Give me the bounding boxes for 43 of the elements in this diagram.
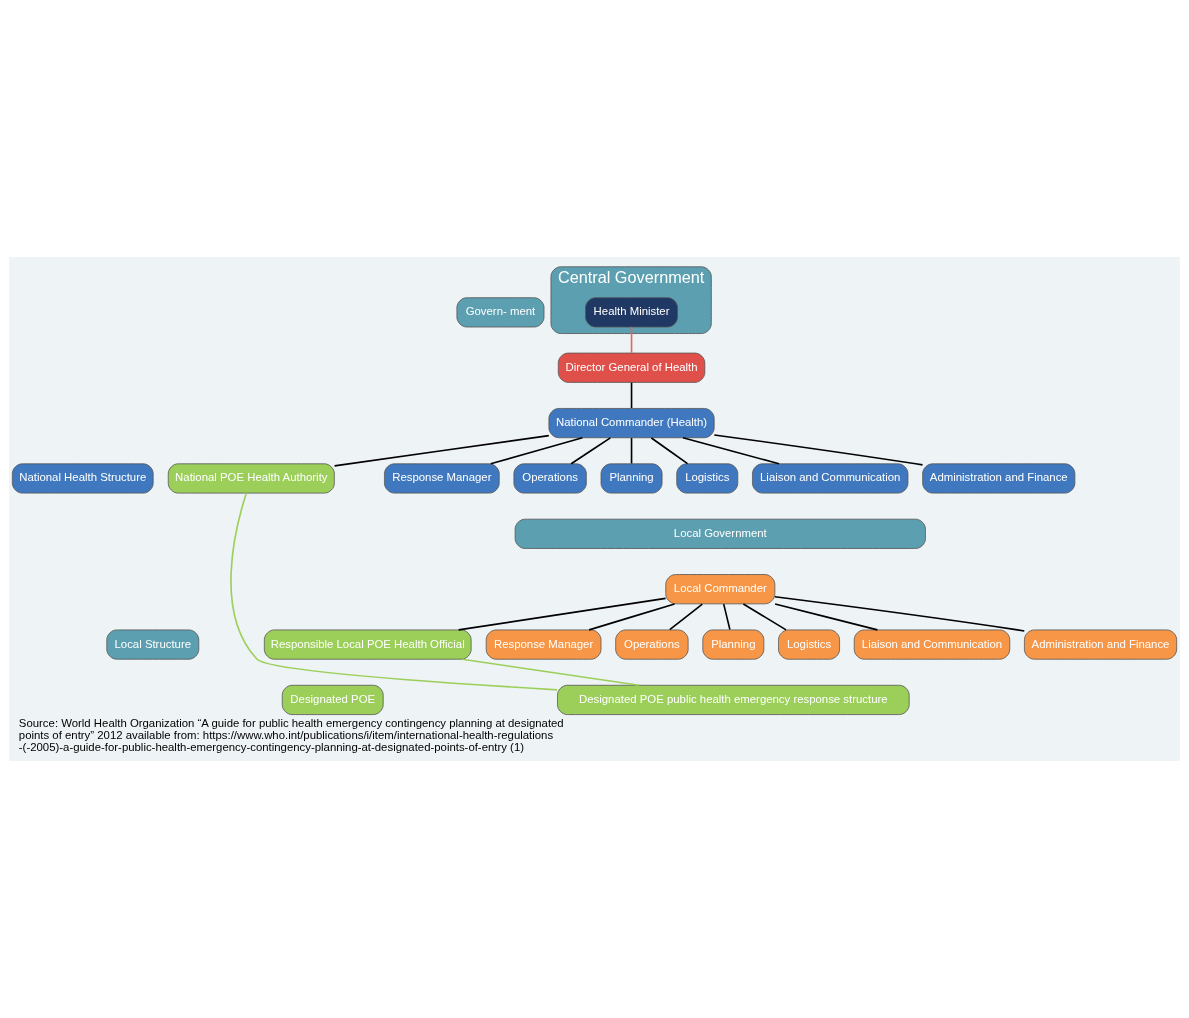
connector [461,658,640,687]
node-box: Director General of Health [557,352,706,383]
connector [713,434,924,466]
node-box: Operations [513,463,587,494]
node-box: Designated POE [281,684,384,715]
node-box: Designated POE public health emergency response structure [557,684,910,715]
connector [333,434,550,467]
connector [630,326,633,354]
connector [457,597,667,631]
node-box: Logistics [676,463,739,494]
node-box: National Commander (Health) [548,408,715,439]
node-box: Planning [600,463,663,494]
node-box: Logistics [778,629,840,660]
connector [774,596,1026,632]
node-box: Administration and Finance [922,463,1076,494]
connector [230,492,558,691]
node-box: Liaison and Communication [853,629,1011,660]
node-box: Planning [702,629,765,660]
node-box: Local Commander [665,574,776,605]
node-box: Response Manager [485,629,602,660]
connector [774,603,879,631]
connector [682,437,780,465]
node-box: Administration and Finance [1024,629,1178,660]
caption: Source: World Health Organization “A guide for public health emergency contingency planning at designated points of entry” 2012 available from: https://www.who.int/publications/i/item/international-health-regulations-(-2005)-a-guide-for-public-health-emergency-contingency-planning-at-designated-points-of-entry (1) [18,716,564,754]
connector [630,381,633,409]
connector [489,437,584,465]
node-box: National POE Health Authority [167,463,335,494]
node-box: Responsible Local POE Health Official [263,629,472,660]
node-box: Operations [615,629,689,660]
connector [588,603,676,631]
connector [570,437,612,465]
node-box: Local Government [514,518,926,549]
node-box: National Health Structure [11,463,154,494]
node-box: Health Minister [585,297,678,328]
connector [742,603,787,631]
node-box: Liaison and Communication [752,463,909,494]
connector [630,437,633,465]
node-box: Govern- ment [456,297,545,328]
connector [722,603,731,631]
node-box: Response Manager [384,463,500,494]
node-box: Local Structure [106,629,200,660]
connector [668,603,704,631]
connector [650,437,689,465]
